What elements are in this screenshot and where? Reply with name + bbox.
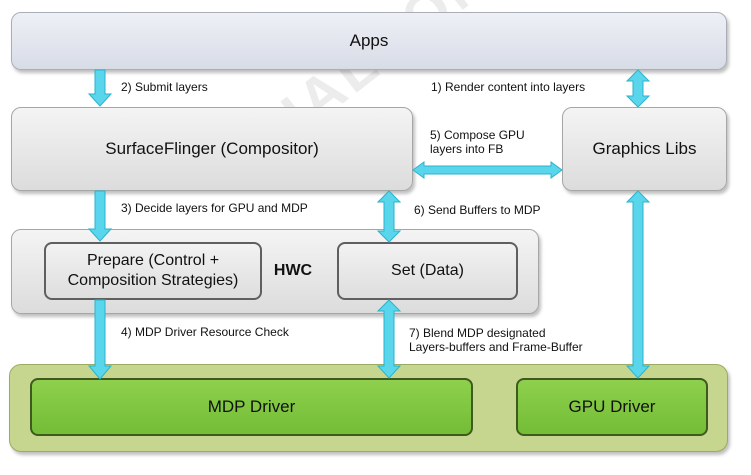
step-6-label: 6) Send Buffers to MDP: [414, 203, 541, 217]
set-label: Set (Data): [391, 262, 464, 279]
arrow-render-content: [625, 69, 651, 108]
mdp-driver-label: MDP Driver: [207, 397, 296, 416]
step-2-label: 2) Submit layers: [121, 80, 208, 94]
apps-label: Apps: [349, 31, 389, 50]
arrow-blend-mdp: [376, 299, 402, 379]
arrow-submit-layers: [87, 69, 113, 107]
mdp-driver-block: MDP Driver: [30, 378, 473, 436]
step-4-label: 4) MDP Driver Resource Check: [121, 325, 289, 339]
prepare-label: Prepare (Control + Composition Strategie…: [67, 252, 239, 289]
step-3-label: 3) Decide layers for GPU and MDP: [121, 201, 308, 215]
hwc-label-box: HWC: [266, 258, 320, 284]
arrow-mdp-resource-check: [87, 299, 113, 380]
apps-block: Apps: [11, 12, 727, 70]
surfaceflinger-label: SurfaceFlinger (Compositor): [105, 139, 319, 158]
graphics-libs-label: Graphics Libs: [592, 139, 697, 158]
arrow-compose-gpu: [412, 161, 563, 179]
step-7-label-line2: Layers-buffers and Frame-Buffer: [409, 340, 583, 354]
set-block: Set (Data): [337, 242, 518, 300]
arrow-graphics-gpu-driver: [625, 190, 651, 379]
gpu-driver-block: GPU Driver: [516, 378, 708, 436]
arrow-decide-layers: [87, 190, 113, 242]
step-5-label-line1: 5) Compose GPU: [430, 128, 525, 142]
hwc-label: HWC: [273, 262, 313, 279]
graphics-libs-block: Graphics Libs: [562, 107, 727, 191]
step-7-label-line1: 7) Blend MDP designated: [409, 326, 546, 340]
prepare-block: Prepare (Control + Composition Strategie…: [44, 242, 262, 300]
surfaceflinger-block: SurfaceFlinger (Compositor): [11, 107, 413, 191]
gpu-driver-label: GPU Driver: [568, 397, 656, 416]
arrow-send-buffers: [376, 190, 402, 243]
step-1-label: 1) Render content into layers: [431, 80, 586, 94]
step-5-label-line2: layers into FB: [430, 142, 504, 156]
